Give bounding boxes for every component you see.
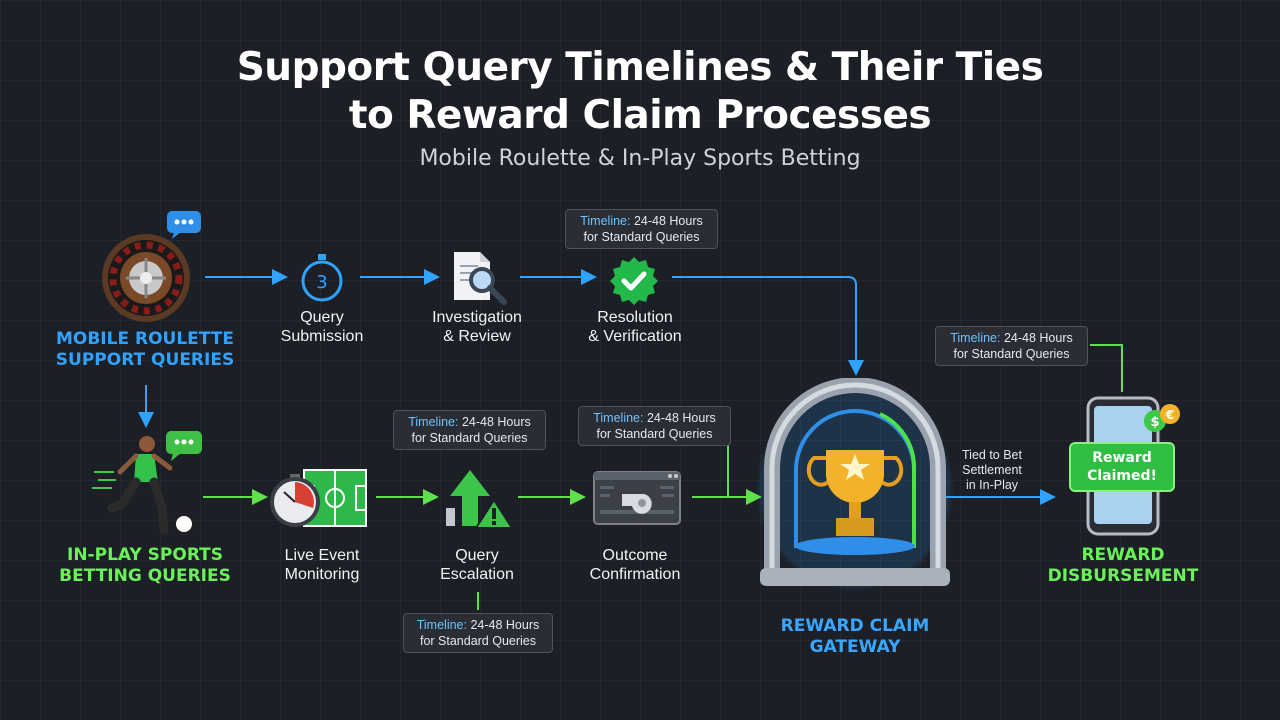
timeline-highlight: Timeline:	[593, 411, 644, 425]
timeline-highlight: Timeline:	[416, 618, 467, 632]
timeline-box-outcome: Timeline: 24-48 Hours for Standard Queri…	[578, 406, 731, 446]
reward-claimed-badge: Reward Claimed!	[1069, 442, 1175, 492]
roulette-heading-line-1: MOBILE ROULETTE	[55, 329, 234, 349]
timeline-box-disbursement: Timeline: 24-48 Hours for Standard Queri…	[935, 326, 1088, 366]
step-label-line-2: & Verification	[588, 328, 682, 345]
disbursement-heading: REWARD DISBURSEMENT	[1030, 545, 1216, 587]
svg-text:$: $	[1150, 415, 1159, 430]
tie-note: Tied to Bet Settlement in In-Play	[940, 448, 1044, 493]
gateway-heading-line-2: GATEWAY	[809, 637, 901, 657]
timeline-note: for Standard Queries	[419, 634, 537, 648]
timeline-box-resolution: Timeline: 24-48 Hours for Standard Queri…	[565, 209, 718, 249]
step-resolution-verification: Resolution & Verification	[565, 308, 705, 346]
step-label-line-2: Submission	[280, 328, 364, 345]
chat-bubble-icon	[166, 210, 204, 245]
sports-heading-line-2: BETTING QUERIES	[59, 566, 231, 586]
gateway-heading-line-1: REWARD CLAIM	[780, 616, 930, 636]
sports-heading-line-1: IN-PLAY SPORTS	[67, 545, 223, 565]
stopwatch-digit: 3	[316, 272, 327, 293]
check-badge-icon	[608, 255, 660, 312]
tie-note-line-1: Tied to Bet	[962, 448, 1022, 462]
timeline-highlight: Timeline:	[950, 331, 1001, 345]
diagram-title: Support Query Timelines & Their Ties to …	[0, 44, 1280, 140]
step-label-line-2: Escalation	[440, 566, 514, 583]
timeline-note: for Standard Queries	[411, 431, 528, 445]
step-label-line-1: Outcome	[602, 547, 668, 564]
step-query-submission: Query Submission	[257, 308, 387, 346]
title-line-1: Support Query Timelines & Their Ties	[236, 45, 1044, 90]
step-label-line-2: & Review	[443, 328, 511, 345]
title-line-2: to Reward Claim Processes	[348, 93, 932, 138]
timeline-highlight: Timeline:	[408, 415, 459, 429]
timeline-note: for Standard Queries	[953, 347, 1070, 361]
tie-note-line-2: Settlement	[962, 463, 1022, 477]
step-label-line-1: Query	[300, 309, 344, 326]
step-label-line-1: Query	[455, 547, 499, 564]
trophy-icon	[752, 377, 958, 599]
whistle-screen-icon	[592, 470, 682, 531]
disbursement-heading-line-1: REWARD	[1081, 545, 1165, 565]
timeline-hours: 24-48 Hours	[630, 214, 703, 228]
sports-heading: IN-PLAY SPORTS BETTING QUERIES	[40, 545, 250, 587]
timeline-hours: 24-48 Hours	[458, 415, 531, 429]
step-outcome-confirmation: Outcome Confirmation	[565, 546, 705, 584]
timeline-highlight: Timeline:	[580, 214, 631, 228]
disbursement-heading-line-2: DISBURSEMENT	[1047, 566, 1199, 586]
step-label-line-1: Resolution	[597, 309, 673, 326]
step-investigation-review: Investigation & Review	[412, 308, 542, 346]
diagram-subtitle: Mobile Roulette & In-Play Sports Betting	[419, 146, 861, 171]
tie-note-line-3: in In-Play	[965, 478, 1019, 492]
gateway-heading: REWARD CLAIM GATEWAY	[745, 616, 965, 658]
chat-bubble-green-icon	[165, 430, 205, 467]
step-live-event-monitoring: Live Event Monitoring	[257, 546, 387, 584]
timeline-note: for Standard Queries	[583, 230, 700, 244]
roulette-wheel-icon	[100, 228, 195, 328]
document-magnifier-icon	[450, 250, 510, 310]
svg-text:€: €	[1165, 408, 1174, 422]
step-label-line-2: Monitoring	[284, 566, 360, 583]
stopwatch-icon: 3	[297, 253, 347, 308]
timeline-note: for Standard Queries	[596, 427, 713, 441]
timeline-hours: 24-48 Hours	[466, 618, 540, 632]
step-query-escalation: Query Escalation	[412, 546, 542, 584]
escalation-warning-icon	[442, 466, 514, 535]
step-label-line-2: Confirmation	[589, 566, 681, 583]
reward-claimed-line-1: Reward	[1092, 450, 1152, 466]
roulette-heading: MOBILE ROULETTE SUPPORT QUERIES	[40, 329, 250, 371]
soccer-player-icon	[92, 432, 202, 542]
roulette-heading-line-2: SUPPORT QUERIES	[55, 350, 235, 370]
timeline-box-escalation: Timeline: 24-48 Hours for Standard Queri…	[393, 410, 546, 450]
reward-claimed-line-2: Claimed!	[1087, 468, 1157, 484]
timeline-hours: 24-48 Hours	[643, 411, 716, 425]
step-label-line-1: Investigation	[432, 309, 522, 326]
timeline-hours: 24-48 Hours	[1000, 331, 1073, 345]
step-label-line-1: Live Event	[284, 547, 360, 564]
stopwatch-field-icon	[270, 468, 370, 535]
timeline-box-bottom: Timeline: 24-48 Hours for Standard Queri…	[403, 613, 553, 653]
